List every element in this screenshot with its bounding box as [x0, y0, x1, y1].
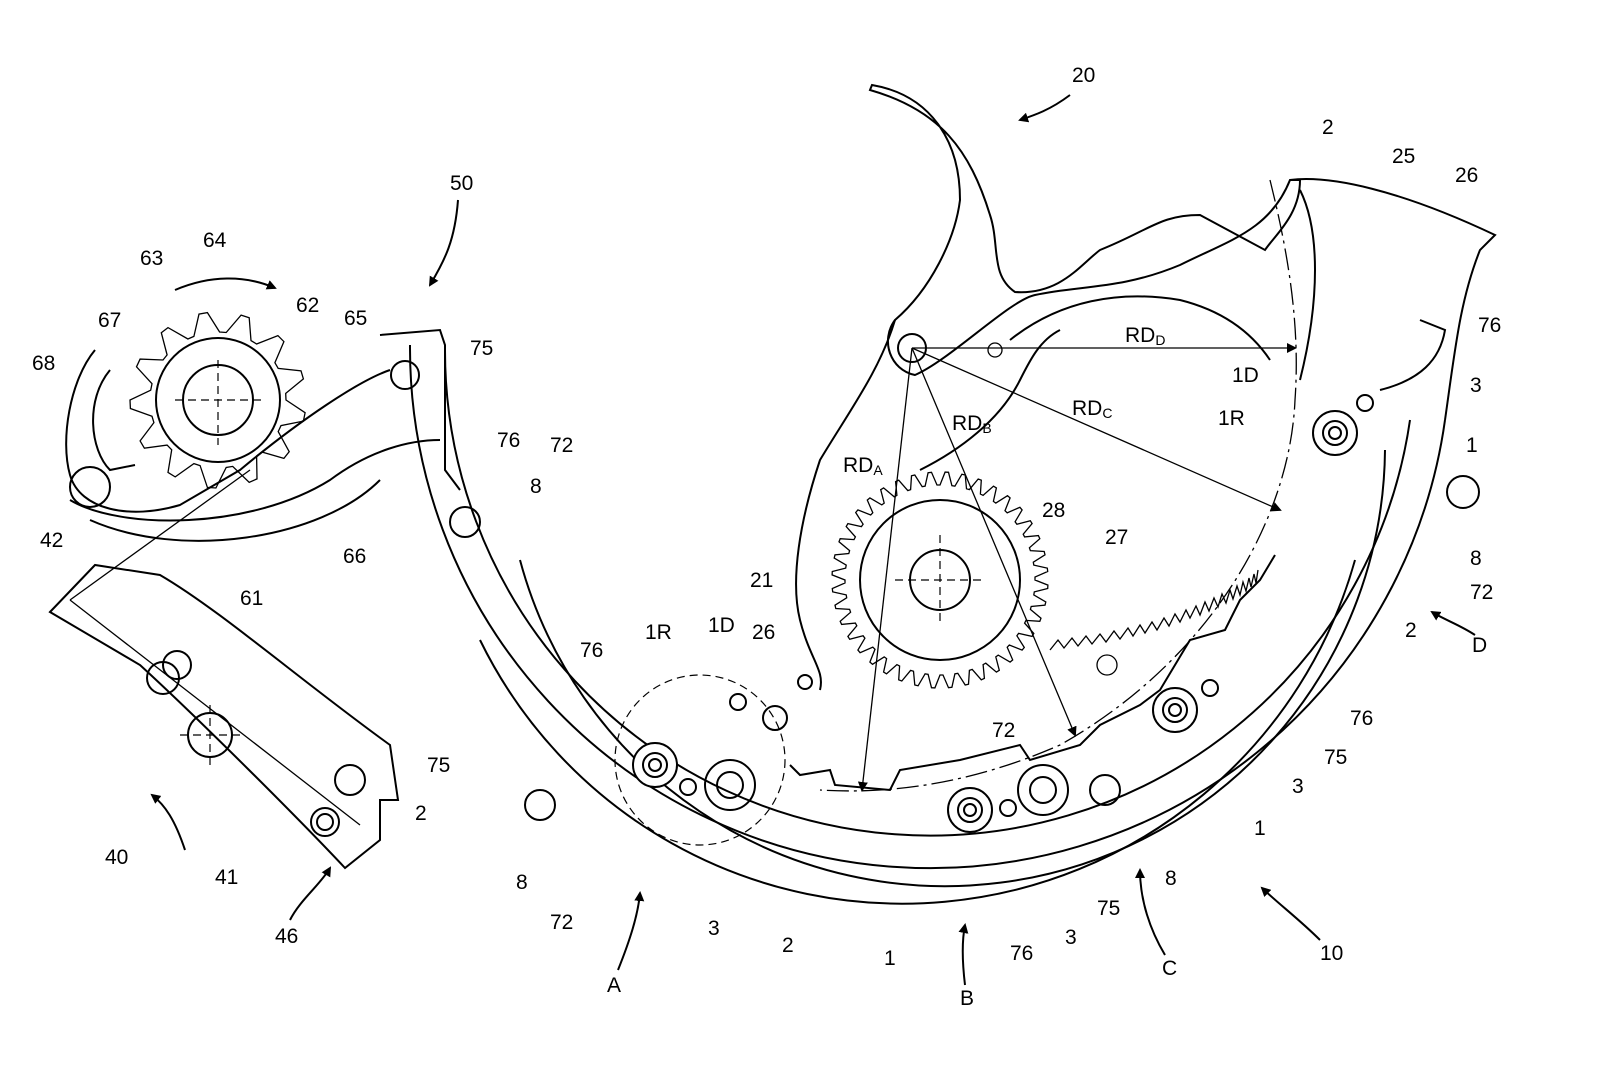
roller-1-B	[947, 764, 1069, 833]
ring-10-outer	[408, 344, 1446, 870]
label: 72	[550, 911, 573, 934]
label: 1D	[708, 614, 735, 637]
label: 25	[1392, 145, 1415, 168]
label: 2	[415, 802, 427, 825]
plate-20	[868, 83, 1302, 377]
label: 8	[516, 871, 528, 894]
label: 76	[580, 639, 603, 662]
label: 3	[1292, 775, 1304, 798]
label: 76	[1350, 707, 1373, 730]
gear-teeth	[129, 311, 306, 489]
label: 1	[1254, 817, 1266, 840]
label: B	[960, 987, 974, 1010]
label: 75	[470, 337, 493, 360]
lever-40	[48, 563, 400, 870]
pin-8	[449, 506, 481, 538]
radius-label-b: RDB	[952, 412, 992, 436]
label: 66	[343, 545, 366, 568]
label: 65	[344, 307, 367, 330]
label: 72	[992, 719, 1015, 742]
label: C	[1162, 957, 1177, 980]
label: 46	[275, 925, 298, 948]
label: 10	[1320, 942, 1343, 965]
label: 8	[1470, 547, 1482, 570]
label: 2	[1405, 619, 1417, 642]
label: 42	[40, 529, 63, 552]
label: 62	[296, 294, 319, 317]
label: 64	[203, 229, 227, 252]
label: 72	[1470, 581, 1493, 604]
label: D	[1472, 634, 1487, 657]
ratchet-61	[129, 311, 306, 489]
label: 72	[550, 434, 573, 457]
label: 40	[105, 846, 128, 869]
label: 1D	[1232, 364, 1259, 387]
label: 63	[140, 247, 163, 270]
label: 61	[240, 587, 263, 610]
label: 21	[750, 569, 773, 592]
label: 3	[1470, 374, 1482, 397]
radius-label-a: RDA	[843, 454, 883, 478]
label: 76	[1010, 942, 1033, 965]
roller-1-D	[1312, 394, 1374, 456]
label: 68	[32, 352, 55, 375]
label: 28	[1042, 499, 1065, 522]
radius-label-c: RDC	[1072, 397, 1112, 421]
label: 26	[1455, 164, 1478, 187]
radius-label-d: RDD	[1125, 324, 1165, 348]
label: 26	[752, 621, 775, 644]
label: 27	[1105, 526, 1128, 549]
label: 41	[215, 866, 238, 889]
gear-teeth	[831, 471, 1049, 689]
arm-66	[69, 439, 441, 522]
label: 76	[1478, 314, 1501, 337]
label: 50	[450, 172, 473, 195]
label: 76	[497, 429, 520, 452]
label: 1R	[1218, 407, 1245, 430]
label: 75	[1097, 897, 1120, 920]
sector-27-teeth	[1049, 569, 1259, 651]
label: 20	[1072, 64, 1095, 87]
label: A	[607, 974, 621, 997]
roller-1-C	[1152, 679, 1219, 733]
label: 3	[708, 917, 720, 940]
label: 75	[427, 754, 450, 777]
gear-28	[831, 471, 1049, 689]
label: 75	[1324, 746, 1347, 769]
label: 1	[1466, 434, 1478, 457]
pitch-circle	[819, 179, 1297, 792]
label: 8	[1165, 867, 1177, 890]
label: 2	[1322, 116, 1334, 139]
label: 1R	[645, 621, 672, 644]
label: 1	[884, 947, 896, 970]
label: 8	[530, 475, 542, 498]
label: 3	[1065, 926, 1077, 949]
label: 2	[782, 934, 794, 957]
label: 67	[98, 309, 121, 332]
roller-1-A	[632, 742, 756, 811]
